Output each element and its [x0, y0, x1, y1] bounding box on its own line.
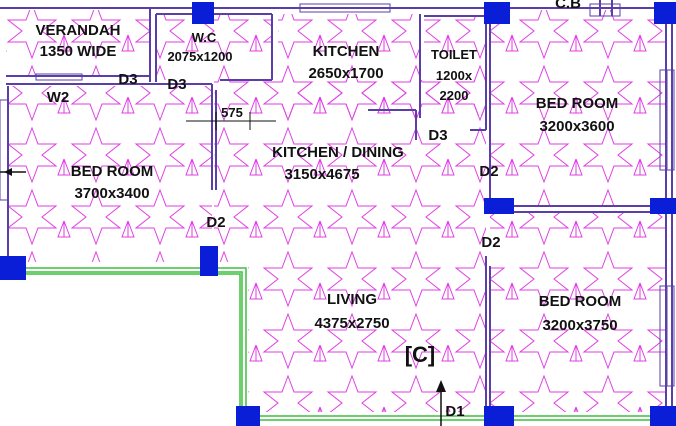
dimension-575: 575: [221, 105, 243, 120]
door-d3-verandah: D3: [118, 71, 137, 88]
door-d3-toilet: D3: [428, 127, 447, 144]
open-area-edge: [0, 273, 241, 426]
verandah-name: VERANDAH: [35, 22, 120, 39]
door-d3-wc: D3: [167, 76, 186, 93]
door-d2-bedroom-se: D2: [481, 234, 500, 251]
kitchen-dining-name: KITCHEN / DINING: [272, 144, 404, 161]
verandah-size: 1350 WIDE: [40, 43, 117, 60]
bedroom-w-name: BED ROOM: [71, 163, 154, 180]
windows: [0, 3, 675, 387]
toilet-size-line2: 2200: [440, 88, 469, 103]
boundary-lines: [0, 267, 676, 426]
door-d1: D1: [445, 403, 464, 420]
wc-size: 2075x1200: [167, 49, 232, 64]
door-d2-bedroom-ne: D2: [479, 163, 498, 180]
door-d2-bedroom-w: D2: [206, 214, 225, 231]
left-window-arrow: [0, 168, 26, 176]
kitchen-size: 2650x1700: [308, 65, 383, 82]
bedroom-se-size: 3200x3750: [542, 317, 617, 334]
unit-marker: [C]: [405, 342, 436, 367]
bedroom-ne-size: 3200x3600: [539, 118, 614, 135]
bedroom-w-size: 3700x3400: [74, 185, 149, 202]
toilet-name: TOILET: [431, 47, 477, 62]
window-w2: W2: [47, 89, 70, 106]
cb-label: C.B: [555, 0, 581, 12]
living-name: LIVING: [327, 291, 377, 308]
wc-name: W.C: [192, 30, 217, 45]
floor-hatching: [6, 10, 666, 412]
open-area: [0, 274, 240, 426]
bedroom-se-name: BED ROOM: [539, 293, 622, 310]
dimension-marker: [186, 112, 276, 130]
bedroom-ne-name: BED ROOM: [536, 95, 619, 112]
kitchen-dining-size: 3150x4675: [284, 166, 359, 183]
toilet-size-line1: 1200x: [436, 68, 473, 83]
living-size: 4375x2750: [314, 315, 389, 332]
entrance-arrow: [436, 380, 446, 426]
kitchen-name: KITCHEN: [313, 43, 380, 60]
